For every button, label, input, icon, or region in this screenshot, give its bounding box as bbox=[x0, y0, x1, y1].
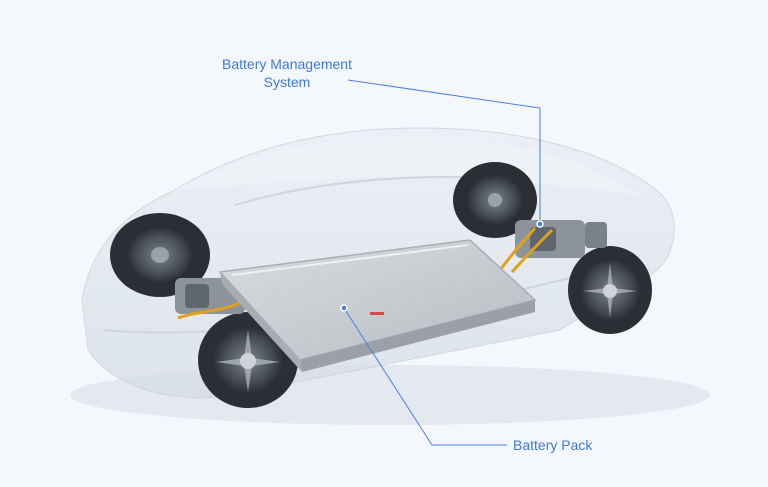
battery-pack-icon bbox=[218, 239, 537, 372]
pack-pointer-dot bbox=[340, 304, 348, 312]
bms-label-line1: Battery Management bbox=[222, 56, 352, 72]
battery-pack-label: Battery Pack bbox=[513, 437, 593, 453]
front-right-wheel-icon bbox=[568, 246, 652, 334]
front-left-wheel-icon bbox=[453, 162, 537, 238]
rear-left-wheel-icon bbox=[110, 213, 210, 297]
front-motor-icon bbox=[498, 220, 607, 274]
bms-leader-line bbox=[347, 79, 541, 222]
pack-leader-line bbox=[343, 307, 507, 446]
bms-label-line2: System bbox=[263, 74, 311, 90]
bms-pointer-dot bbox=[536, 220, 544, 228]
bms-label: Battery Management System bbox=[205, 55, 369, 91]
